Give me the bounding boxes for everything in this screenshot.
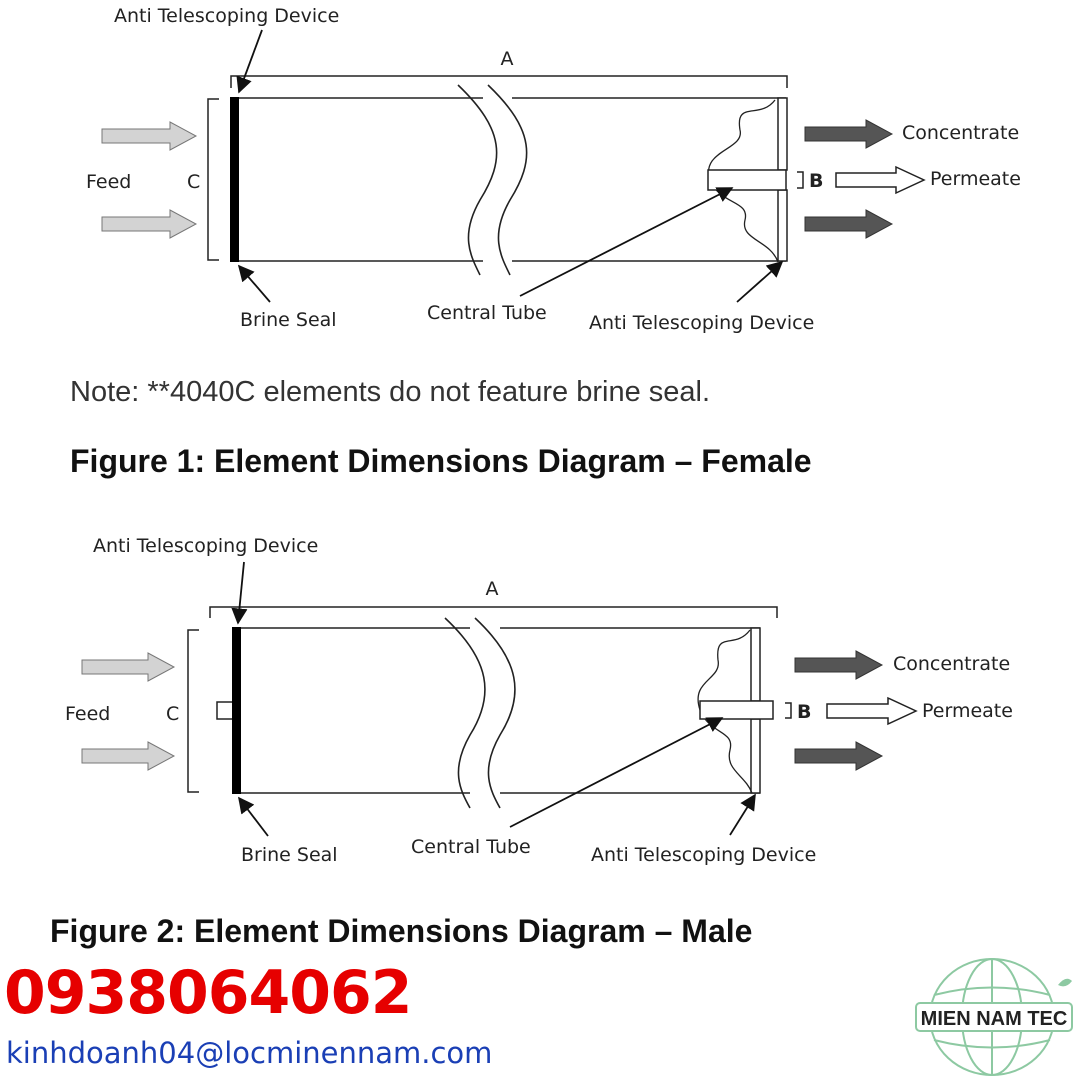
concentrate-label: Concentrate: [893, 653, 1010, 675]
svg-text:MIEN NAM TEC: MIEN NAM TEC: [921, 1008, 1068, 1030]
feed-arrow-upper: [101, 121, 198, 151]
permeate-label: Permeate: [930, 168, 1021, 190]
dimension-c-bracket: [187, 629, 199, 793]
dimension-b-bracket: [797, 171, 804, 189]
element-body: [233, 627, 760, 794]
atd-bottom-label: Anti Telescoping Device: [591, 844, 816, 866]
atd-top-label: Anti Telescoping Device: [114, 5, 339, 27]
central-tube-label: Central Tube: [427, 302, 547, 324]
concentrate-arrow-lower: [804, 209, 894, 239]
brine-seal-label: Brine Seal: [240, 309, 337, 331]
feed-label: Feed: [86, 171, 131, 193]
figure-1-caption: Figure 1: Element Dimensions Diagram – F…: [70, 443, 812, 479]
atd-top-pointer: [236, 29, 263, 94]
concentrate-label: Concentrate: [902, 122, 1019, 144]
atd-top-label: Anti Telescoping Device: [93, 535, 318, 557]
central-tube: [699, 700, 774, 720]
dimension-a-label: A: [501, 48, 514, 70]
feed-arrow-lower: [101, 209, 198, 239]
concentrate-arrow-upper: [794, 650, 884, 680]
dimension-c-bracket: [207, 98, 219, 261]
central-tube-label: Central Tube: [411, 836, 531, 858]
email-address: kinhdoanh04@locminennam.com: [6, 1036, 493, 1070]
dimension-a-bracket: [209, 606, 778, 618]
figure-1-diagram: A C B Feed Concentrate Permeate Anti Tel…: [86, 5, 1021, 334]
dimension-b-bracket: [785, 702, 792, 719]
brine-seal: [232, 627, 241, 794]
brine-seal: [230, 97, 239, 262]
note-text: Note: **4040C elements do not feature br…: [70, 376, 711, 408]
membrane-cutaway: [697, 629, 753, 794]
central-tube-pointer: [519, 187, 734, 297]
dimension-c-label: C: [187, 171, 200, 193]
brine-seal-pointer: [238, 796, 269, 837]
mien-nam-tec-logo: MIEN NAM TEC: [915, 958, 1073, 1076]
dimension-b-label: B: [809, 170, 823, 192]
brine-seal-pointer: [237, 264, 271, 303]
concentrate-arrow-upper: [804, 119, 894, 149]
phone-number: 0938064062: [4, 958, 412, 1028]
figure-2-caption: Figure 2: Element Dimensions Diagram – M…: [50, 913, 753, 949]
feed-arrow-upper: [81, 652, 176, 682]
brine-seal-label: Brine Seal: [241, 844, 338, 866]
concentrate-arrow-lower: [794, 741, 884, 771]
central-tube: [707, 169, 787, 191]
atd-bottom-pointer: [736, 260, 784, 303]
element-body: [232, 97, 786, 262]
atd-bottom-label: Anti Telescoping Device: [589, 312, 814, 334]
permeate-label: Permeate: [922, 700, 1013, 722]
figure-2-diagram: A C B Feed Concentrate Permeate Anti Tel…: [65, 535, 1013, 866]
central-tube-pointer: [509, 717, 724, 828]
feed-label: Feed: [65, 703, 110, 725]
feed-arrow-lower: [81, 741, 176, 771]
atd-bottom-pointer: [729, 793, 756, 836]
male-tube-stub: [216, 701, 234, 720]
dimension-b-label: B: [797, 701, 811, 723]
permeate-arrow: [826, 696, 918, 726]
dimension-a-label: A: [486, 578, 499, 600]
dimension-c-label: C: [166, 703, 179, 725]
permeate-arrow: [835, 165, 926, 195]
break-lines: [457, 84, 528, 276]
dimension-a-bracket: [230, 75, 788, 88]
break-lines: [444, 617, 516, 809]
atd-top-pointer: [231, 561, 248, 625]
